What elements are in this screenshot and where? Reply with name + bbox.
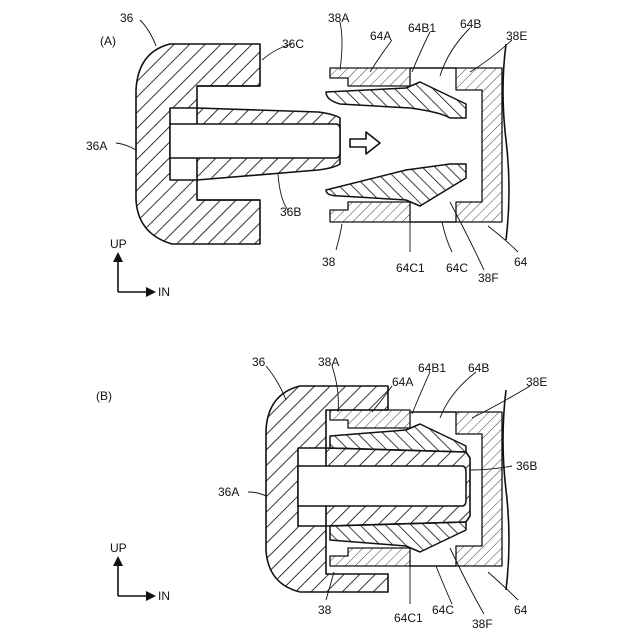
- label-38-b: 38: [318, 603, 332, 617]
- panel-b: (B) 36 38A: [96, 355, 547, 631]
- housing-38-upper-b: [330, 410, 410, 428]
- housing-38-lower: [330, 202, 410, 222]
- panel-a-caption: (A): [100, 34, 116, 48]
- claw-64B-upper: [326, 82, 466, 118]
- label-38E: 38E: [506, 29, 527, 43]
- label-64B: 64B: [460, 17, 481, 31]
- label-36A-b: 36A: [218, 485, 239, 499]
- label-64B-b: 64B: [468, 361, 489, 375]
- label-36: 36: [120, 11, 134, 25]
- housing-64-block: [456, 68, 502, 222]
- break-line-b: [503, 390, 509, 590]
- label-64A-b: 64A: [392, 375, 413, 389]
- label-64: 64: [514, 255, 528, 269]
- label-64-b: 64: [514, 603, 528, 617]
- label-36C: 36C: [282, 37, 304, 51]
- label-36-b: 36: [252, 355, 266, 369]
- label-38F: 38F: [478, 271, 499, 285]
- label-38E-b: 38E: [526, 375, 547, 389]
- break-line-a: [503, 44, 509, 240]
- label-36A: 36A: [86, 139, 107, 153]
- label-36B-b: 36B: [516, 459, 537, 473]
- bore-36A-b: [298, 466, 466, 506]
- label-38: 38: [322, 255, 336, 269]
- label-64B1: 64B1: [408, 21, 436, 35]
- label-38A: 38A: [328, 11, 349, 25]
- label-64C1-b: 64C1: [394, 611, 423, 625]
- claw-64C-lower: [326, 164, 466, 206]
- panel-b-caption: (B): [96, 389, 112, 403]
- label-38A-b: 38A: [318, 355, 339, 369]
- panel-a: (A): [86, 11, 528, 299]
- axis-in-label: IN: [158, 285, 170, 299]
- axis-in-label-b: IN: [158, 589, 170, 603]
- label-38F-b: 38F: [472, 617, 493, 631]
- label-64C: 64C: [446, 261, 468, 275]
- housing-38-lower-b: [330, 548, 410, 566]
- label-36B: 36B: [280, 205, 301, 219]
- label-64B1-b: 64B1: [418, 361, 446, 375]
- label-64A: 64A: [370, 29, 391, 43]
- insert-arrow: [350, 132, 380, 154]
- bore-36A: [170, 124, 340, 158]
- housing-38-upper: [330, 68, 410, 86]
- label-64C1: 64C1: [396, 261, 425, 275]
- axis-up-label-b: UP: [110, 541, 127, 555]
- label-64C-b: 64C: [432, 603, 454, 617]
- axis-up-label: UP: [110, 237, 127, 251]
